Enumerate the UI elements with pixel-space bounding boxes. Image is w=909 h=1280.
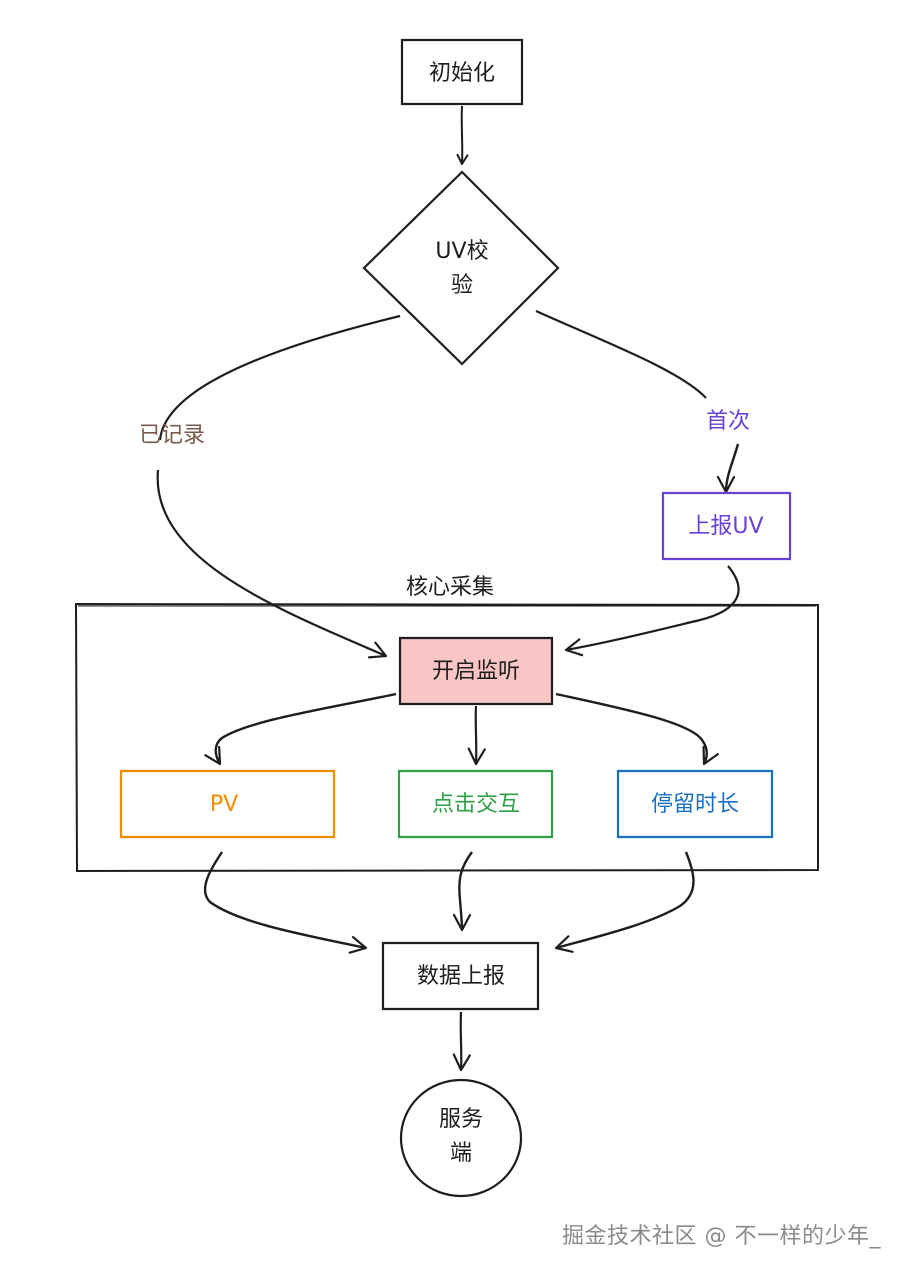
click-label: 点击交互 (432, 792, 520, 817)
edge-init-to-uvcheck (456, 105, 469, 165)
data-report-label: 数据上报 (417, 964, 505, 989)
edge-uvcheck-to-listen-recorded (156, 314, 400, 656)
edge-click-to-datareport (452, 851, 473, 932)
stay-node[interactable]: 停留时长 (616, 769, 774, 839)
server-node[interactable]: 服务 端 (399, 1078, 523, 1198)
uv-check-node[interactable]: UV校 验 (362, 170, 560, 366)
pv-node[interactable]: PV (119, 769, 336, 839)
stay-label: 停留时长 (651, 792, 739, 817)
init-label: 初始化 (429, 61, 495, 86)
edge-reportuv-to-listen (564, 565, 740, 657)
edge-first-to-reportuv (716, 443, 740, 494)
uv-check-label-line2: 验 (451, 273, 473, 298)
edge-stay-to-datareport (554, 851, 695, 953)
click-node[interactable]: 点击交互 (397, 769, 554, 839)
edge-datareport-to-server (452, 1011, 471, 1072)
pv-label: PV (210, 792, 238, 817)
uv-check-label-line1: UV校 (435, 239, 488, 264)
server-label-line1: 服务 (439, 1107, 483, 1132)
core-collect-group: 核心采集 (74, 575, 819, 873)
init-node[interactable]: 初始化 (400, 38, 524, 106)
edge-label-recorded: 已记录 (139, 423, 205, 448)
report-uv-node[interactable]: 上报UV (661, 491, 792, 561)
data-report-node[interactable]: 数据上报 (381, 941, 540, 1011)
watermark: 掘金技术社区 @ 不一样的少年_ (562, 1224, 881, 1249)
edge-label-first: 首次 (706, 409, 750, 434)
edge-uvcheck-to-reportuv-first (535, 309, 707, 399)
edge-listen-to-click (467, 705, 486, 766)
start-listen-node[interactable]: 开启监听 (398, 636, 554, 706)
start-listen-label: 开启监听 (432, 659, 520, 684)
server-label-line2: 端 (450, 1141, 472, 1166)
edge-listen-to-stay (555, 692, 719, 766)
edge-listen-to-pv (204, 692, 397, 766)
report-uv-label: 上报UV (688, 514, 763, 539)
core-collect-label: 核心采集 (406, 575, 494, 600)
edge-pv-to-datareport (203, 851, 368, 954)
